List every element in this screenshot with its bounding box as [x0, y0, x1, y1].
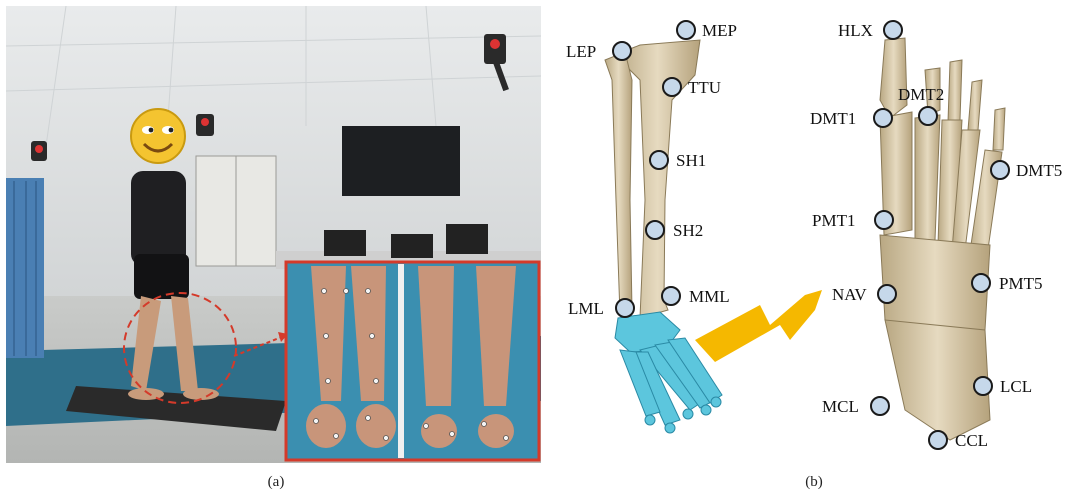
marker-ccl: CCL: [929, 431, 988, 450]
marker-ttu: TTU: [663, 78, 721, 97]
marker-label-dmt1: DMT1: [810, 109, 856, 128]
monitor: [324, 230, 366, 256]
marker-lcl: LCL: [974, 377, 1032, 396]
marker-dmt1: DMT1: [810, 109, 892, 128]
marker-label-lcl: LCL: [1000, 377, 1032, 396]
inset-legs-photo: [286, 262, 539, 460]
gait-lab-photo-illustration: [6, 6, 541, 463]
marker-label-nav: NAV: [832, 285, 867, 304]
tibia-fibula-model: [605, 40, 700, 318]
marker-label-mcl: MCL: [822, 397, 859, 416]
marker-mep: MEP: [677, 21, 737, 40]
marker-nav: NAV: [832, 285, 896, 304]
marker-label-dmt5: DMT5: [1016, 161, 1062, 180]
caption-a: (a): [256, 474, 296, 491]
marker-lep: LEP: [566, 42, 631, 61]
marker-label-mep: MEP: [702, 21, 737, 40]
marker-label-lml: LML: [568, 299, 604, 318]
marker-label-ttu: TTU: [688, 78, 721, 97]
marker-label-sh1: SH1: [676, 151, 706, 170]
tv-screen: [342, 126, 460, 196]
highlighted-foot-bones: [615, 312, 722, 433]
marker-label-hlx: HLX: [838, 21, 873, 40]
marker-label-pmt1: PMT1: [812, 211, 855, 230]
marker-label-pmt5: PMT5: [999, 274, 1042, 293]
bone-marker-diagram: LEP MEP TTU SH1 SH2 LML MML HLX DMT1 DMT…: [560, 0, 1079, 465]
marker-dmt5: DMT5: [991, 161, 1062, 180]
marker-mml: MML: [662, 287, 730, 306]
marker-pmt1: PMT1: [812, 211, 893, 230]
gait-lab-photo: [6, 6, 541, 463]
marker-sh2: SH2: [646, 221, 703, 240]
marker-lml: LML: [568, 299, 634, 318]
marker-label-lep: LEP: [566, 42, 596, 61]
caption-b: (b): [794, 474, 834, 491]
marker-label-mml: MML: [689, 287, 730, 306]
marker-mcl: MCL: [822, 397, 889, 416]
marker-label-dmt2: DMT2: [898, 85, 944, 104]
marker-label-sh2: SH2: [673, 221, 703, 240]
marker-label-ccl: CCL: [955, 431, 988, 450]
marker-hlx: HLX: [838, 21, 902, 40]
face-emoji: [131, 109, 185, 163]
marker-pmt5: PMT5: [972, 274, 1042, 293]
marker-sh1: SH1: [650, 151, 706, 170]
